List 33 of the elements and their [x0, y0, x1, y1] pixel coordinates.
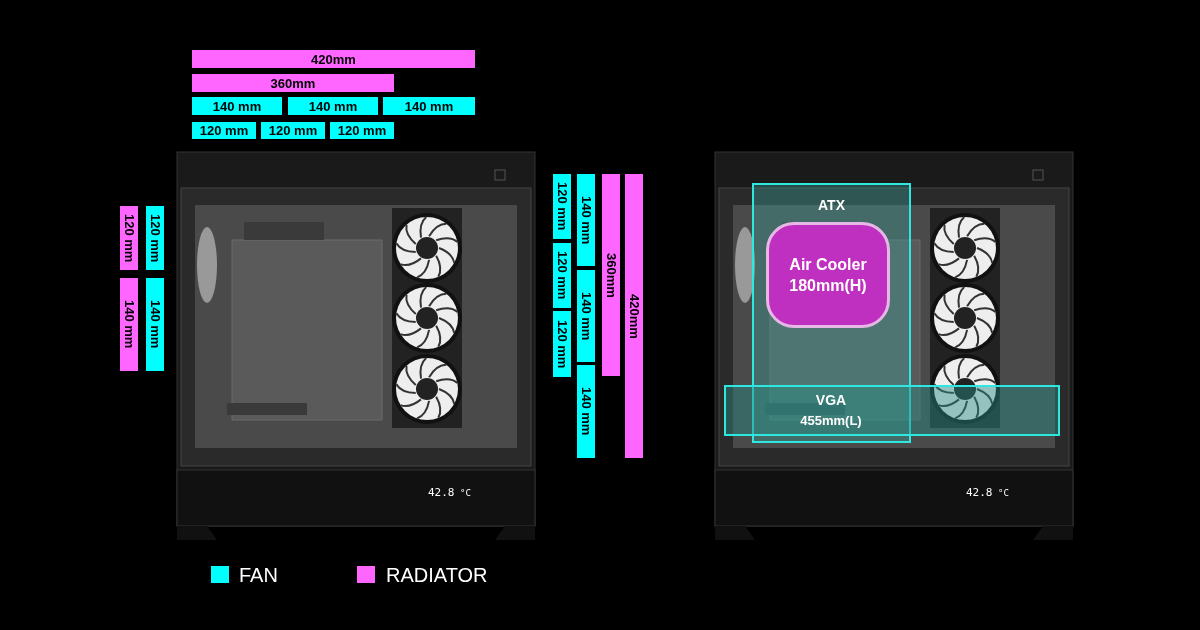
fan-size-bar: 120 mm: [261, 122, 325, 139]
legend-label: FAN: [239, 564, 278, 587]
fan-size-bar: 120 mm: [192, 122, 256, 139]
cooler-area: [766, 222, 890, 328]
fan-size-bar: 140 mm: [577, 365, 595, 458]
fan-size-bar: 140 mm: [288, 97, 378, 115]
dimension-value: 455mm(L): [799, 413, 863, 428]
fan-size-bar: 120 mm: [330, 122, 394, 139]
fan-size-bar: 140 mm: [192, 97, 282, 115]
area-label: VGA: [814, 392, 848, 408]
fan-size-bar: 140 mm: [383, 97, 475, 115]
fan-size-bar: 140 mm: [577, 270, 595, 362]
fan-size-bar: 120 mm: [553, 311, 571, 377]
radiator-size-bar: 420mm: [192, 50, 475, 68]
motherboard-area: [752, 183, 911, 443]
fan-size-bar: 140 mm: [146, 278, 164, 371]
graphics-card-area: [724, 385, 1060, 436]
area-label: ATX: [817, 197, 846, 213]
area-label: Air Cooler 180mm(H): [788, 255, 868, 296]
display-reading: 42.8: [966, 486, 993, 499]
display-reading: 42.8: [428, 486, 455, 499]
radiator-size-bar: 360mm: [192, 74, 394, 92]
fan-size-bar: 120 mm: [146, 206, 164, 270]
radiator-size-bar: 120 mm: [120, 206, 138, 270]
radiator-size-bar: 420mm: [625, 174, 643, 458]
unit-label: °C: [460, 488, 471, 498]
legend-label: RADIATOR: [386, 564, 488, 587]
radiator-size-bar: 140 mm: [120, 278, 138, 371]
fan-size-bar: 120 mm: [553, 243, 571, 308]
unit-label: °C: [998, 488, 1009, 498]
fan-size-bar: 140 mm: [577, 174, 595, 266]
radiator-size-bar: 360mm: [602, 174, 620, 376]
fan-size-bar: 120 mm: [553, 174, 571, 239]
